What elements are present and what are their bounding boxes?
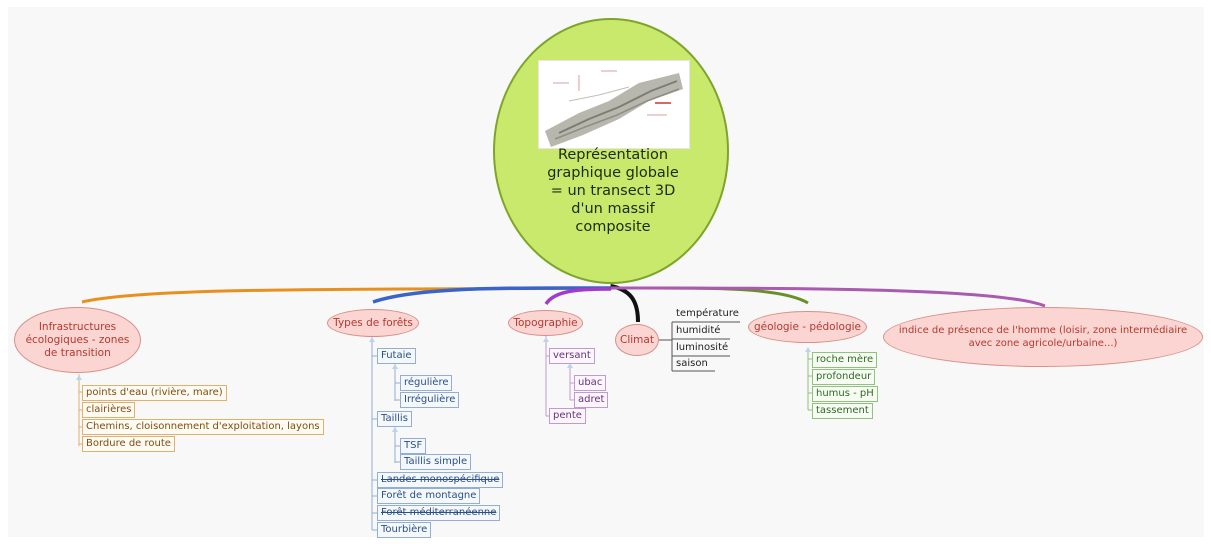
list-item[interactable]: adret xyxy=(574,392,609,408)
subtopic-taillis[interactable]: Taillis xyxy=(377,411,412,427)
branch-climat xyxy=(610,284,640,323)
list-item[interactable]: Irrégulière xyxy=(400,392,460,408)
central-topic-title: Représentation graphique globale = un tr… xyxy=(547,147,679,235)
topic-presence-homme[interactable]: indice de présence de l'homme (loisir, z… xyxy=(883,307,1203,367)
subtopic-pente[interactable]: pente xyxy=(549,408,586,424)
branch-topographie xyxy=(544,287,612,306)
list-item[interactable]: Landes monospécifique xyxy=(377,472,504,488)
list-item[interactable]: Forêt méditerranéenne xyxy=(377,505,501,521)
list-item[interactable]: luminosité xyxy=(676,342,729,353)
topic-topographie[interactable]: Topographie xyxy=(508,310,583,336)
list-item[interactable]: Taillis simple xyxy=(400,454,472,470)
central-topic[interactable]: Représentation graphique globale = un tr… xyxy=(493,18,729,284)
topic-infrastructures[interactable]: Infrastructures écologiques - zones de t… xyxy=(14,307,141,373)
branch-homme xyxy=(610,286,1046,308)
list-item[interactable]: Forêt de montagne xyxy=(377,488,481,504)
list-item[interactable]: tassement xyxy=(812,403,873,419)
list-item[interactable]: Bordure de route xyxy=(82,436,175,452)
list-item[interactable]: Chemins, cloisonnement d'exploitation, l… xyxy=(82,419,324,435)
branch-infrastructures xyxy=(81,286,612,304)
branch-forets xyxy=(372,286,612,304)
topic-types-de-forets[interactable]: Types de forêts xyxy=(327,309,419,337)
list-item[interactable]: ubac xyxy=(574,375,607,391)
collapse-arrows xyxy=(76,337,811,432)
list-item[interactable]: roche mère xyxy=(812,352,878,368)
terrain-transect-image xyxy=(538,60,690,149)
list-item[interactable]: TSF xyxy=(400,438,427,454)
topic-geologie-pedologie[interactable]: géologie - pédologie xyxy=(748,311,867,343)
list-item[interactable]: Tourbière xyxy=(377,522,432,538)
list-item[interactable]: humidité xyxy=(676,325,721,336)
list-item[interactable]: clairières xyxy=(82,402,136,418)
list-item[interactable]: points d'eau (rivière, mare) xyxy=(82,385,227,401)
list-item[interactable]: régulière xyxy=(400,375,453,391)
list-item[interactable]: humus - pH xyxy=(812,386,878,402)
subtopic-versant[interactable]: versant xyxy=(549,348,595,364)
topic-climat[interactable]: Climat xyxy=(615,324,659,356)
list-item[interactable]: profondeur xyxy=(812,369,876,385)
branch-geologie xyxy=(610,286,809,305)
list-item[interactable]: saison xyxy=(676,358,708,369)
list-item[interactable]: température xyxy=(676,308,739,319)
subtopic-futaie[interactable]: Futaie xyxy=(377,348,416,364)
